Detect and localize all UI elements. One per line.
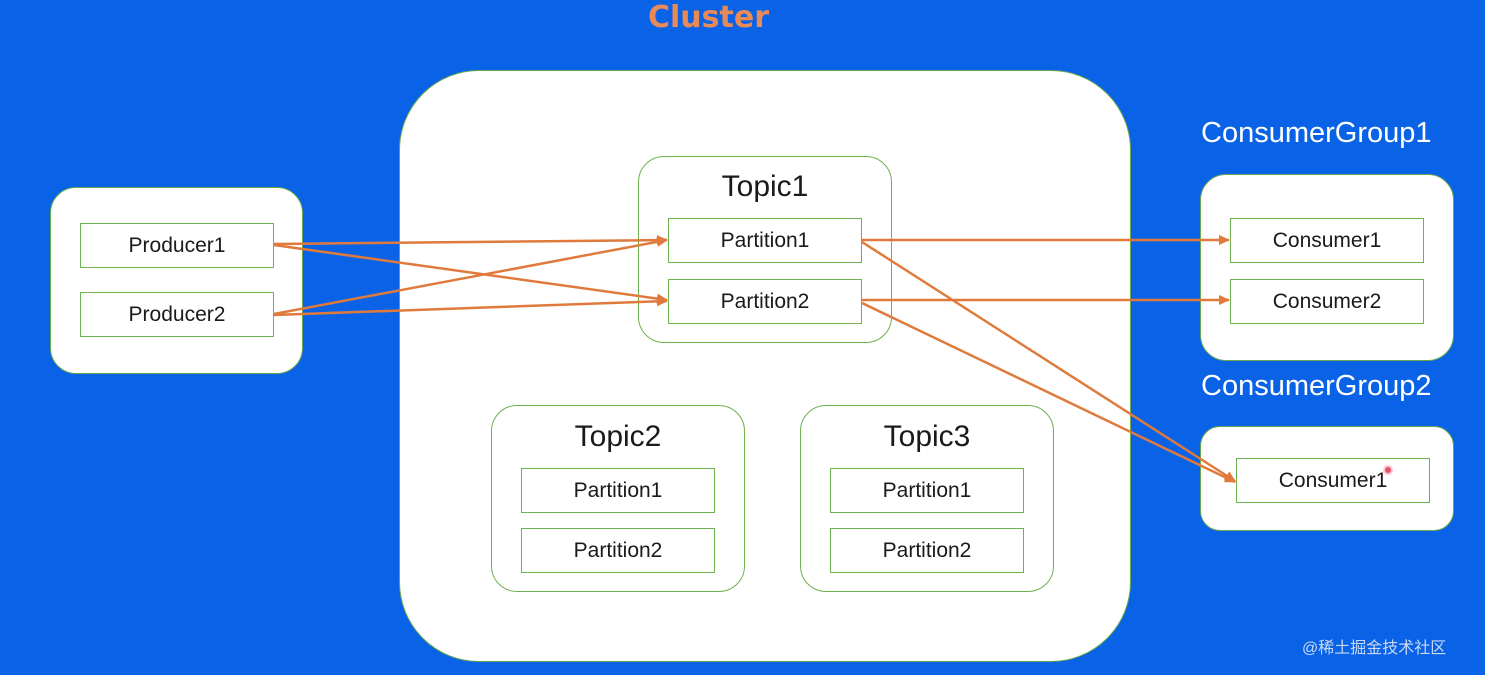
group1-consumer-2[interactable]: Consumer2 [1230,279,1424,324]
producer-2[interactable]: Producer2 [80,292,274,337]
producers-panel [50,187,303,374]
consumer-group1-panel [1200,174,1454,361]
consumer-group1-title: ConsumerGroup1 [1201,117,1432,149]
consumer-group2-title: ConsumerGroup2 [1201,370,1432,402]
topic1-title: Topic1 [721,170,809,203]
watermark: @稀土掘金技术社区 [1302,640,1447,657]
topic2-title: Topic2 [574,420,662,453]
topic2-partition-1[interactable]: Partition1 [521,468,715,513]
group1-consumer-1[interactable]: Consumer1 [1230,218,1424,263]
producer-1[interactable]: Producer1 [80,223,274,268]
topic1-partition-1[interactable]: Partition1 [668,218,862,263]
topic2-partition-2[interactable]: Partition2 [521,528,715,573]
topic3-title: Topic3 [883,420,971,453]
topic3-partition-2[interactable]: Partition2 [830,528,1024,573]
cluster-title: Cluster [648,0,769,35]
topic3-partition-1[interactable]: Partition1 [830,468,1024,513]
topic1-partition-2[interactable]: Partition2 [668,279,862,324]
group2-consumer-1[interactable]: Consumer1 [1236,458,1430,503]
